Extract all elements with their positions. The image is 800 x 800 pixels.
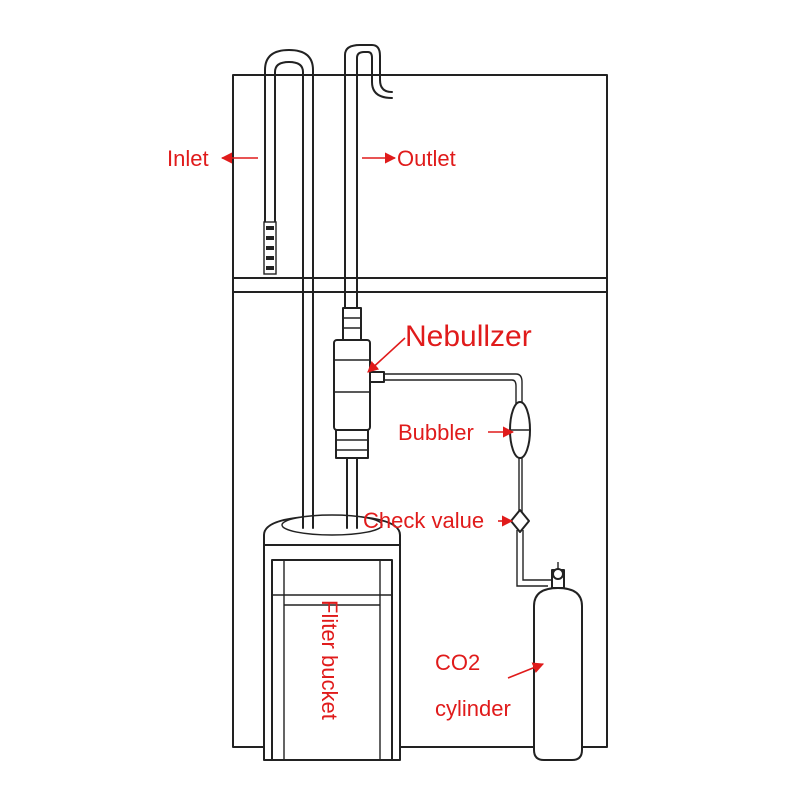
label-cylinder: cylinder <box>435 696 511 721</box>
check-valve-device <box>510 509 530 533</box>
outlet-pipe <box>344 44 393 529</box>
label-nebulizer: Nebullzer <box>405 320 532 353</box>
label-co2: CO2 <box>435 650 480 675</box>
filter-bucket <box>263 514 401 761</box>
label-check-valve: Check value <box>363 508 484 533</box>
bubbler-device <box>509 401 531 459</box>
co2-tubing <box>384 373 552 587</box>
co2-cylinder-device <box>533 562 583 761</box>
label-arrows <box>220 152 545 679</box>
inlet-pipe <box>263 49 314 529</box>
label-bubbler: Bubbler <box>398 420 474 445</box>
label-filter-bucket: Fliter bucket <box>317 600 342 720</box>
nebulizer-device <box>333 307 385 459</box>
arrow-co2-cylinder <box>507 662 545 679</box>
arrow-nebulizer <box>367 337 406 373</box>
label-outlet: Outlet <box>397 146 456 171</box>
aquarium-cabinet <box>232 74 608 748</box>
strainer <box>263 221 277 275</box>
label-inlet: Inlet <box>167 146 209 171</box>
